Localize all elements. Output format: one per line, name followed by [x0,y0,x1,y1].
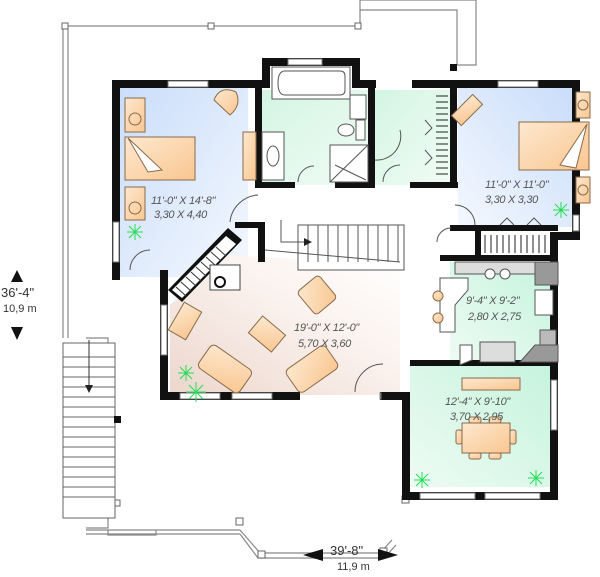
diagonal-wall [168,228,242,302]
deck-post-solid [450,64,457,71]
shower [329,144,369,183]
depth-arrow-up-icon [11,270,23,282]
closet-rods [436,95,546,253]
living-room-furniture [167,264,339,394]
bathtub [271,66,351,100]
interior-stairs [264,220,405,271]
dining-dims-metric: 3,70 X 2,95 [450,411,504,423]
dining-furniture [455,377,521,460]
exterior-stairs [62,340,116,519]
living-room-dims-metric: 5,70 X 3,60 [298,338,352,350]
bedroom-right-dims-metric: 3,30 X 3,30 [485,194,539,206]
overall-depth-imperial: 36'-4" [1,285,35,300]
kitchen-dims-imperial: 9'-4" X 9'-2" [466,295,521,307]
plant-icons [127,202,569,488]
kitchen-counters [439,261,559,366]
closet-bifold-doors [424,119,542,226]
linen-shelf [349,94,367,120]
dining-dims-imperial: 12'-4" X 9'-10" [445,396,511,408]
bedroom-left-furniture [124,89,257,221]
interior-stair-arrow-icon [304,238,312,246]
bar-stools [432,290,444,324]
toilet [337,119,366,141]
width-arrow-left-icon [303,549,323,561]
stair-post [114,416,121,423]
overall-width-metric: 11,9 m [337,561,370,573]
bedroom-left-dims-metric: 3,30 X 4,40 [154,209,208,221]
bedroom-left-dims-imperial: 11'-0" X 14'-8" [151,195,217,207]
living-room-dims-imperial: 19'-0" X 12'-0" [294,322,360,334]
overall-width-imperial: 39'-8" [330,543,364,558]
bedroom-right-dims-imperial: 11'-0" X 11'-0" [485,179,550,191]
overall-depth-metric: 10,9 m [3,303,37,315]
sink [261,131,285,181]
kitchen-dims-metric: 2,80 X 2,75 [467,311,522,323]
depth-arrow-down-icon [11,327,23,340]
stair-direction-arrow-icon [85,385,93,393]
bedroom-right-furniture [450,91,591,204]
width-arrow-right-icon [378,549,398,561]
